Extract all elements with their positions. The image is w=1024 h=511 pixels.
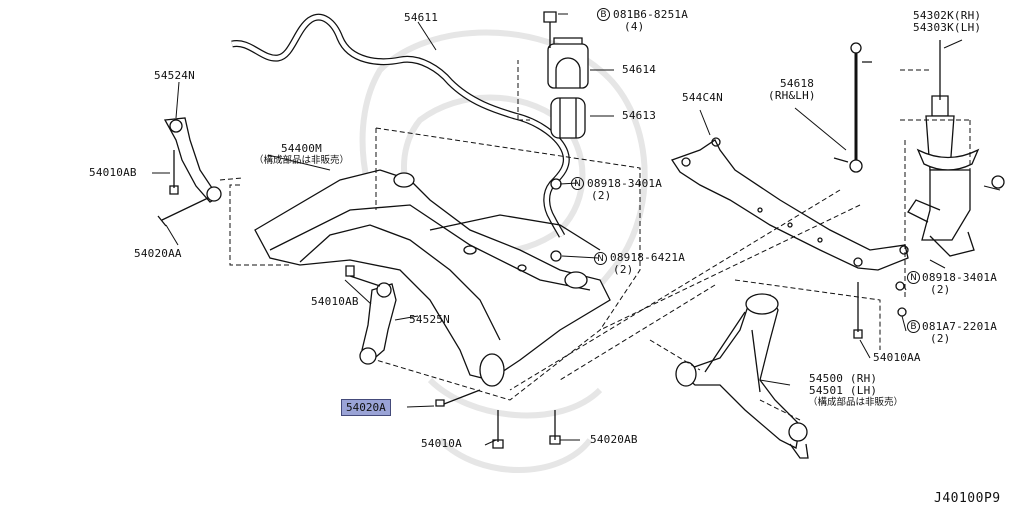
label-bushing-clamp[interactable]: 54614: [622, 63, 657, 76]
label-bolt-clamp-qty: (4): [624, 20, 645, 33]
label-arm-rh[interactable]: 54500 (RH): [809, 372, 878, 385]
bolt-strut-marker-b-icon: B: [907, 320, 920, 333]
label-bolt-clamp[interactable]: 081B6-8251A: [613, 8, 689, 21]
note-not-sold-arm: （構成部品は非販売）: [808, 397, 904, 408]
label-stud-54010ab-mid[interactable]: 54010AB: [311, 295, 359, 308]
bolt-marker-b-icon: B: [597, 8, 610, 21]
label-bracket-54525n[interactable]: 54525N: [409, 313, 450, 326]
strut-assembly: [931, 40, 949, 117]
label-bolt-54020ab[interactable]: 54020AB: [590, 433, 638, 446]
label-strut-rh[interactable]: 54302K(RH): [913, 9, 982, 22]
diagram-reference-id: J40100P9: [934, 491, 1001, 506]
bolt-54020a: [435, 389, 481, 407]
bolt-54020ab: [549, 410, 561, 445]
label-member[interactable]: 54400M: [281, 142, 322, 155]
label-nut-upper[interactable]: 08918-3401A: [587, 177, 663, 190]
label-nut-upper-qty: (2): [591, 189, 612, 202]
label-bracket-54524n[interactable]: 54524N: [154, 69, 195, 82]
note-not-sold-member: （構成部品は非販売）: [254, 155, 350, 166]
stay-544c4n: [670, 139, 909, 271]
label-bolt-54010aa[interactable]: 54010AA: [873, 351, 921, 364]
label-nut-lower-qty: (2): [613, 263, 634, 276]
label-bolt-54020a-highlighted[interactable]: 54020A: [341, 399, 391, 416]
nut-lower-marker-n-icon: N: [594, 252, 607, 265]
bushing-clamp: [547, 43, 589, 89]
label-stay[interactable]: 544C4N: [682, 91, 723, 104]
label-arm-lh[interactable]: 54501 (LH): [809, 384, 878, 397]
label-bolt-54010ab-top[interactable]: 54010AB: [89, 166, 137, 179]
label-link-rod[interactable]: 54618: [780, 77, 815, 90]
bushing: [550, 97, 586, 139]
lower-arm: [678, 294, 801, 449]
label-bolt-strut-qty: (2): [930, 332, 951, 345]
label-bolt-54020aa[interactable]: 54020AA: [134, 247, 182, 260]
label-nut-strut[interactable]: 08918-3401A: [922, 271, 998, 284]
label-nut-lower[interactable]: 08918-6421A: [610, 251, 686, 264]
nut-marker-n-icon: N: [571, 177, 584, 190]
label-bushing[interactable]: 54613: [622, 109, 657, 122]
label-bolt-strut[interactable]: 081A7-2201A: [922, 320, 998, 333]
label-link-rod-side: (RH&LH): [768, 89, 816, 102]
front-member: [254, 169, 611, 381]
bolt-54010a: [492, 410, 504, 449]
label-bolt-54010a[interactable]: 54010A: [421, 437, 462, 450]
label-nut-strut-qty: (2): [930, 283, 951, 296]
nut-strut-marker-n-icon: N: [907, 271, 920, 284]
label-strut-lh[interactable]: 54303K(LH): [913, 21, 982, 34]
label-stabilizer-bar[interactable]: 54611: [404, 11, 439, 24]
